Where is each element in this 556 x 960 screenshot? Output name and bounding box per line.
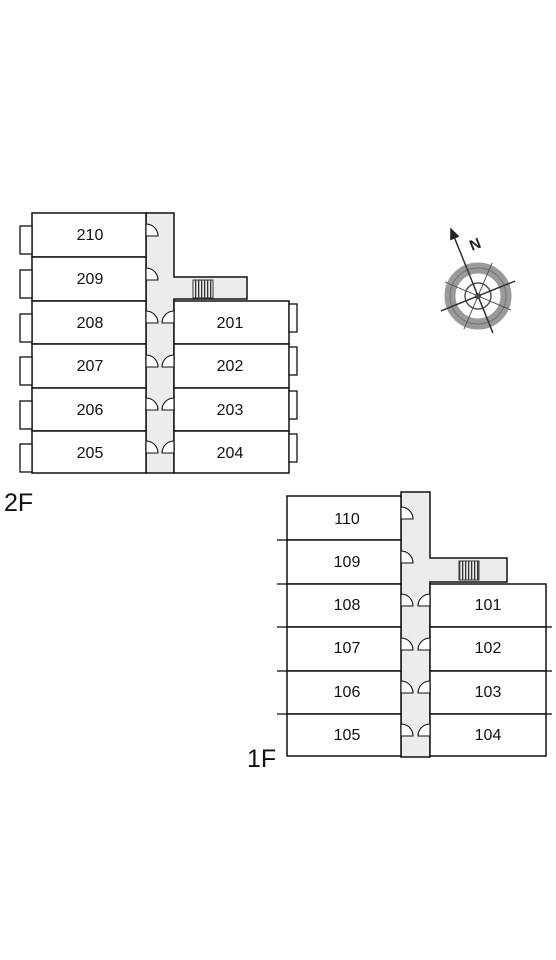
balconies-right-2f	[288, 303, 298, 463]
unit-109: 109	[334, 554, 361, 571]
unit-108: 108	[334, 597, 361, 614]
unit-row-right-2f	[173, 300, 290, 474]
doors-1f	[400, 506, 431, 737]
unit-106: 106	[334, 684, 361, 701]
terrace-lines-1f	[277, 539, 552, 715]
floor-1f: 110 109 108 107 106 105 101 102 103 104 …	[247, 491, 552, 773]
floor-2f: 210 209 208 207 206 205 201 202 203 204 …	[4, 212, 298, 517]
unit-101: 101	[475, 597, 502, 614]
floor-label-1f: 1F	[247, 745, 276, 773]
unit-103: 103	[475, 684, 502, 701]
unit-204: 204	[217, 445, 244, 462]
unit-208: 208	[77, 315, 104, 332]
unit-209: 209	[77, 271, 104, 288]
unit-110: 110	[334, 511, 360, 528]
unit-102: 102	[475, 640, 502, 657]
unit-207: 207	[77, 358, 104, 375]
unit-104: 104	[475, 727, 502, 744]
unit-row-left-1f	[286, 495, 402, 757]
staircase-2f	[192, 279, 214, 299]
unit-210: 210	[77, 227, 104, 244]
unit-labels-1f: 110 109 108 107 106 105 101 102 103 104	[334, 511, 502, 744]
balconies-left-2f	[19, 225, 33, 473]
unit-203: 203	[217, 402, 244, 419]
unit-105: 105	[334, 727, 361, 744]
unit-205: 205	[77, 445, 104, 462]
unit-107: 107	[334, 640, 361, 657]
unit-202: 202	[217, 358, 244, 375]
compass-north-label: N	[467, 235, 483, 255]
staircase-1f	[458, 560, 480, 581]
unit-201: 201	[217, 315, 244, 332]
floor-label-2f: 2F	[4, 489, 33, 517]
unit-row-left-2f	[31, 212, 147, 474]
unit-labels-2f: 210 209 208 207 206 205 201 202 203 204	[77, 227, 244, 462]
unit-206: 206	[77, 402, 104, 419]
unit-row-right-1f	[429, 583, 547, 757]
doors-2f	[145, 223, 175, 454]
compass-north-icon: N	[440, 227, 516, 334]
